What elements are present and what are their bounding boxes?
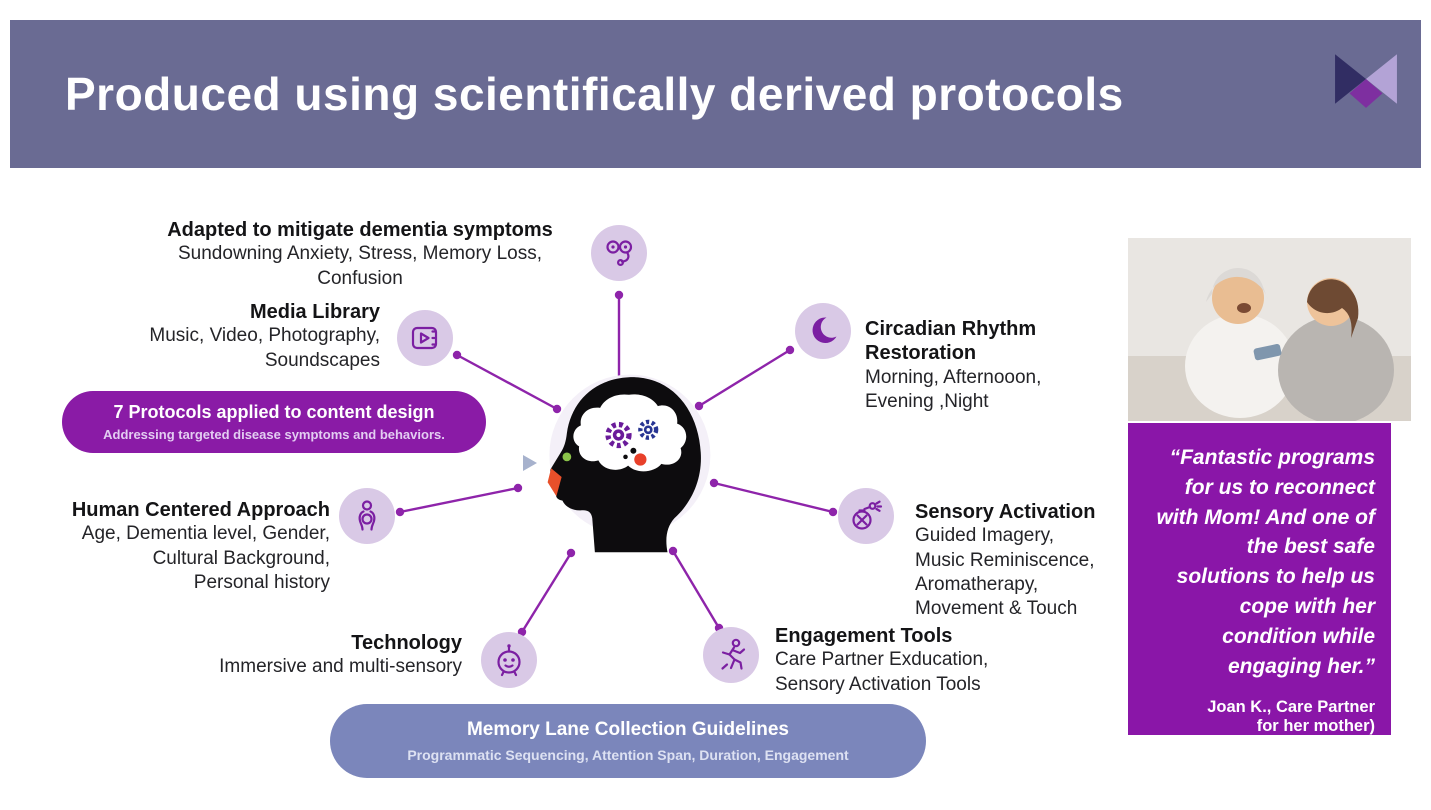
media-node [397,310,453,366]
brain-head-illustration [538,372,713,558]
node-title: Circadian Rhythm Restoration [865,318,1037,365]
guidelines-banner-title: Memory Lane Collection Guidelines [466,719,789,740]
testimonial-box: “Fantastic programs for us to reconnect … [1128,423,1391,735]
media-label: Media Library Music, Video, Photography,… [80,300,380,373]
circadian-node [795,303,851,359]
technology-label: Technology Immersive and multi-sensory [162,631,462,680]
node-desc: Music, Video, Photography, Soundscapes [149,325,380,371]
engagement-label: Engagement Tools Care Partner Exducation… [775,624,1065,697]
node-title: Sensory Activation [915,501,1096,523]
slide-title: Produced using scientifically derived pr… [65,68,1124,120]
left-arrow-icon [523,455,537,471]
dementia-label: Adapted to mitigate dementia symptoms Su… [140,218,580,291]
node-desc: Guided Imagery, Music Reminiscence, Arom… [915,525,1095,620]
protocols-banner: 7 Protocols applied to content design Ad… [62,391,486,453]
guidelines-banner-subtitle: Programmatic Sequencing, Attention Span,… [407,747,849,763]
testimonial-quote: “Fantastic programs for us to reconnect … [1156,446,1375,678]
sensory-node [838,488,894,544]
technology-node [481,632,537,688]
node-title: Technology [351,632,462,654]
node-title: Media Library [249,301,380,323]
node-desc: Immersive and multi-sensory [219,656,462,678]
guidelines-banner: Memory Lane Collection Guidelines Progra… [330,704,926,778]
face-with-glasses-icon [606,240,633,267]
node-desc: Age, Dementia level, Gender, Cultural Ba… [81,523,330,594]
sensory-label: Sensory Activation Guided Imagery, Music… [915,500,1165,622]
robot-icon [497,644,521,677]
testimonial-attribution: Joan K., Care Partner for her mother) [1207,697,1375,735]
circadian-label: Circadian Rhythm Restoration Morning, Af… [865,317,1135,414]
protocols-banner-subtitle: Addressing targeted disease symptoms and… [103,427,445,442]
crescent-moon-icon [812,317,837,344]
header-bar: Produced using scientifically derived pr… [10,20,1421,168]
node-desc: Care Partner Exducation, Sensory Activat… [775,649,989,695]
dementia-node [591,225,647,281]
node-desc: Sundowning Anxiety, Stress, Memory Loss,… [178,243,542,289]
perfume-spray-icon [852,500,883,530]
node-title: Human Centered Approach [71,499,330,521]
media-player-icon [411,326,438,350]
node-title: Adapted to mitigate dementia symptoms [167,219,553,241]
human-label: Human Centered Approach Age, Dementia le… [30,498,330,595]
node-title: Engagement Tools [775,625,953,647]
human-node [339,488,395,544]
person-icon [358,500,376,531]
node-desc: Morning, Afternooon, Evening ,Night [865,366,1042,413]
engagement-node [703,627,759,683]
brand-logo-icon [1333,48,1399,114]
protocols-banner-title: 7 Protocols applied to content design [113,402,435,422]
running-person-icon [721,638,746,670]
care-partner-photo [1128,238,1411,421]
